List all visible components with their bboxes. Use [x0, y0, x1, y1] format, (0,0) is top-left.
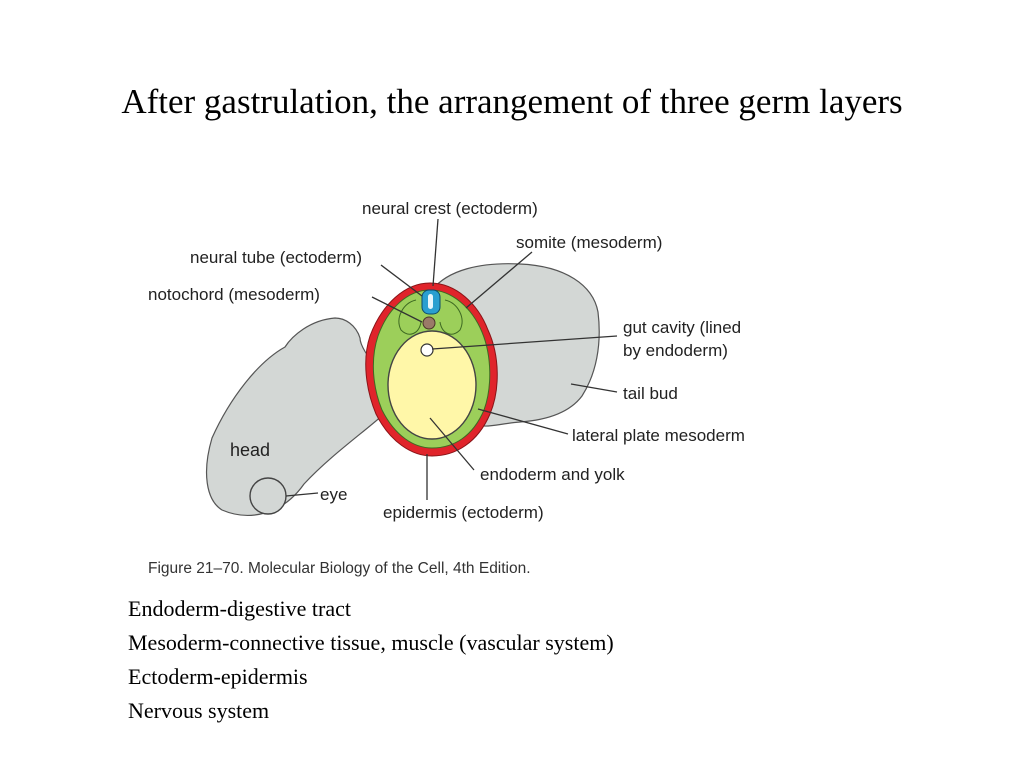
- leader-eye: [285, 492, 319, 497]
- note-item: Ectoderm-epidermis: [128, 664, 308, 689]
- yolk-endoderm: [387, 330, 477, 440]
- note-item: Nervous system: [128, 698, 270, 723]
- leader-tail-bud: [570, 383, 618, 393]
- label-tail-bud: tail bud: [623, 384, 678, 403]
- label-gut-cavity-line2: by endoderm): [623, 341, 728, 360]
- label-head: head: [230, 440, 270, 460]
- somite-outline: [398, 299, 422, 335]
- note-item: Mesoderm-connective tissue, muscle (vasc…: [128, 630, 614, 655]
- label-gut-cavity-line1: gut cavity (lined: [623, 318, 741, 337]
- label-neural-crest: neural crest (ectoderm): [362, 199, 538, 218]
- somite-outline: [439, 299, 463, 335]
- leader-gut-cavity: [431, 335, 618, 350]
- leader-endoderm-yolk: [429, 417, 475, 471]
- label-neural-tube: neural tube (ectoderm): [190, 248, 362, 267]
- germ-layer-notes: Endoderm-digestive tract Mesoderm-connec…: [128, 592, 614, 728]
- label-epidermis: epidermis (ectoderm): [383, 503, 544, 522]
- leader-notochord: [371, 296, 423, 323]
- head-region: [205, 317, 394, 516]
- label-somite: somite (mesoderm): [516, 233, 662, 252]
- note-item: Endoderm-digestive tract: [128, 596, 351, 621]
- gut-cavity: [420, 343, 434, 357]
- figure-caption: Figure 21–70. Molecular Biology of the C…: [148, 560, 531, 577]
- slide-title: After gastrulation, the arrangement of t…: [121, 82, 903, 121]
- label-notochord: notochord (mesoderm): [148, 285, 320, 304]
- label-endoderm-yolk: endoderm and yolk: [480, 465, 625, 484]
- neural-tube-lumen: [428, 294, 433, 309]
- eye: [249, 477, 287, 515]
- leader-lateral-plate: [477, 408, 569, 435]
- leader-neural-tube: [380, 264, 423, 297]
- leader-somite: [465, 251, 533, 309]
- label-lateral-plate: lateral plate mesoderm: [572, 426, 745, 445]
- label-eye: eye: [320, 485, 347, 504]
- notochord: [422, 316, 436, 330]
- leader-neural-crest: [432, 218, 439, 287]
